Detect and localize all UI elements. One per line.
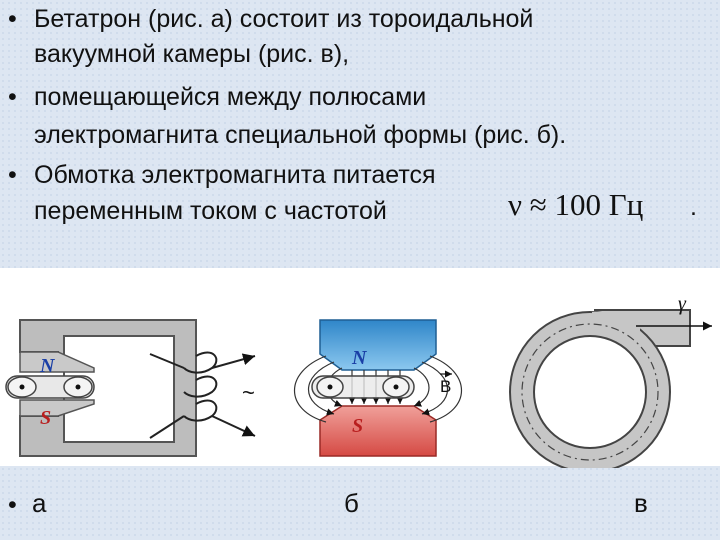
caption-b: б xyxy=(344,488,359,518)
text-area-background xyxy=(0,0,720,268)
caption-bullet: • xyxy=(8,491,17,519)
bullet-2-line-1: помещающейся между полюсами xyxy=(34,83,427,111)
figure-b-poles: N S B xyxy=(293,319,463,457)
bullet-1-line-1: Бетатрон (рис. а) состоит из тороидально… xyxy=(34,5,534,33)
pole-n-label-b: N xyxy=(351,347,368,369)
pole-s-label-b: S xyxy=(352,415,363,437)
caption-a: а xyxy=(32,488,47,518)
caption-area-background xyxy=(0,466,720,540)
orbit-path xyxy=(521,323,659,461)
frequency-formula: ν ≈ 100 Гц xyxy=(508,187,644,222)
bullet-marker: • xyxy=(8,83,17,111)
figure-v-toroid: γ xyxy=(509,293,712,468)
bullet-marker: • xyxy=(8,5,17,33)
pole-s-label-a: S xyxy=(40,407,51,429)
ac-tilde: ~ xyxy=(242,380,255,405)
field-b-label: B xyxy=(440,377,451,396)
pole-n-label-a: N xyxy=(39,355,56,377)
bullet-marker: • xyxy=(8,161,17,189)
coil-winding xyxy=(149,351,256,439)
caption-v: в xyxy=(634,488,648,518)
bullet-3-line-2: переменным током с частотой xyxy=(34,197,387,225)
sentence-period: . xyxy=(690,193,697,221)
gamma-label: γ xyxy=(678,293,687,315)
betatron-figure: N S ~ N S xyxy=(5,293,712,468)
bullet-2-line-2: электромагнита специальной формы (рис. б… xyxy=(34,121,567,149)
figure-a-electromagnet: N S ~ xyxy=(5,319,256,457)
bullet-3-line-1: Обмотка электромагнита питается xyxy=(34,161,436,189)
toroid-inner xyxy=(533,335,647,449)
bullet-1-line-2: вакуумной камеры (рис. в), xyxy=(34,40,350,68)
pole-s xyxy=(319,405,437,457)
pole-n xyxy=(319,319,437,371)
